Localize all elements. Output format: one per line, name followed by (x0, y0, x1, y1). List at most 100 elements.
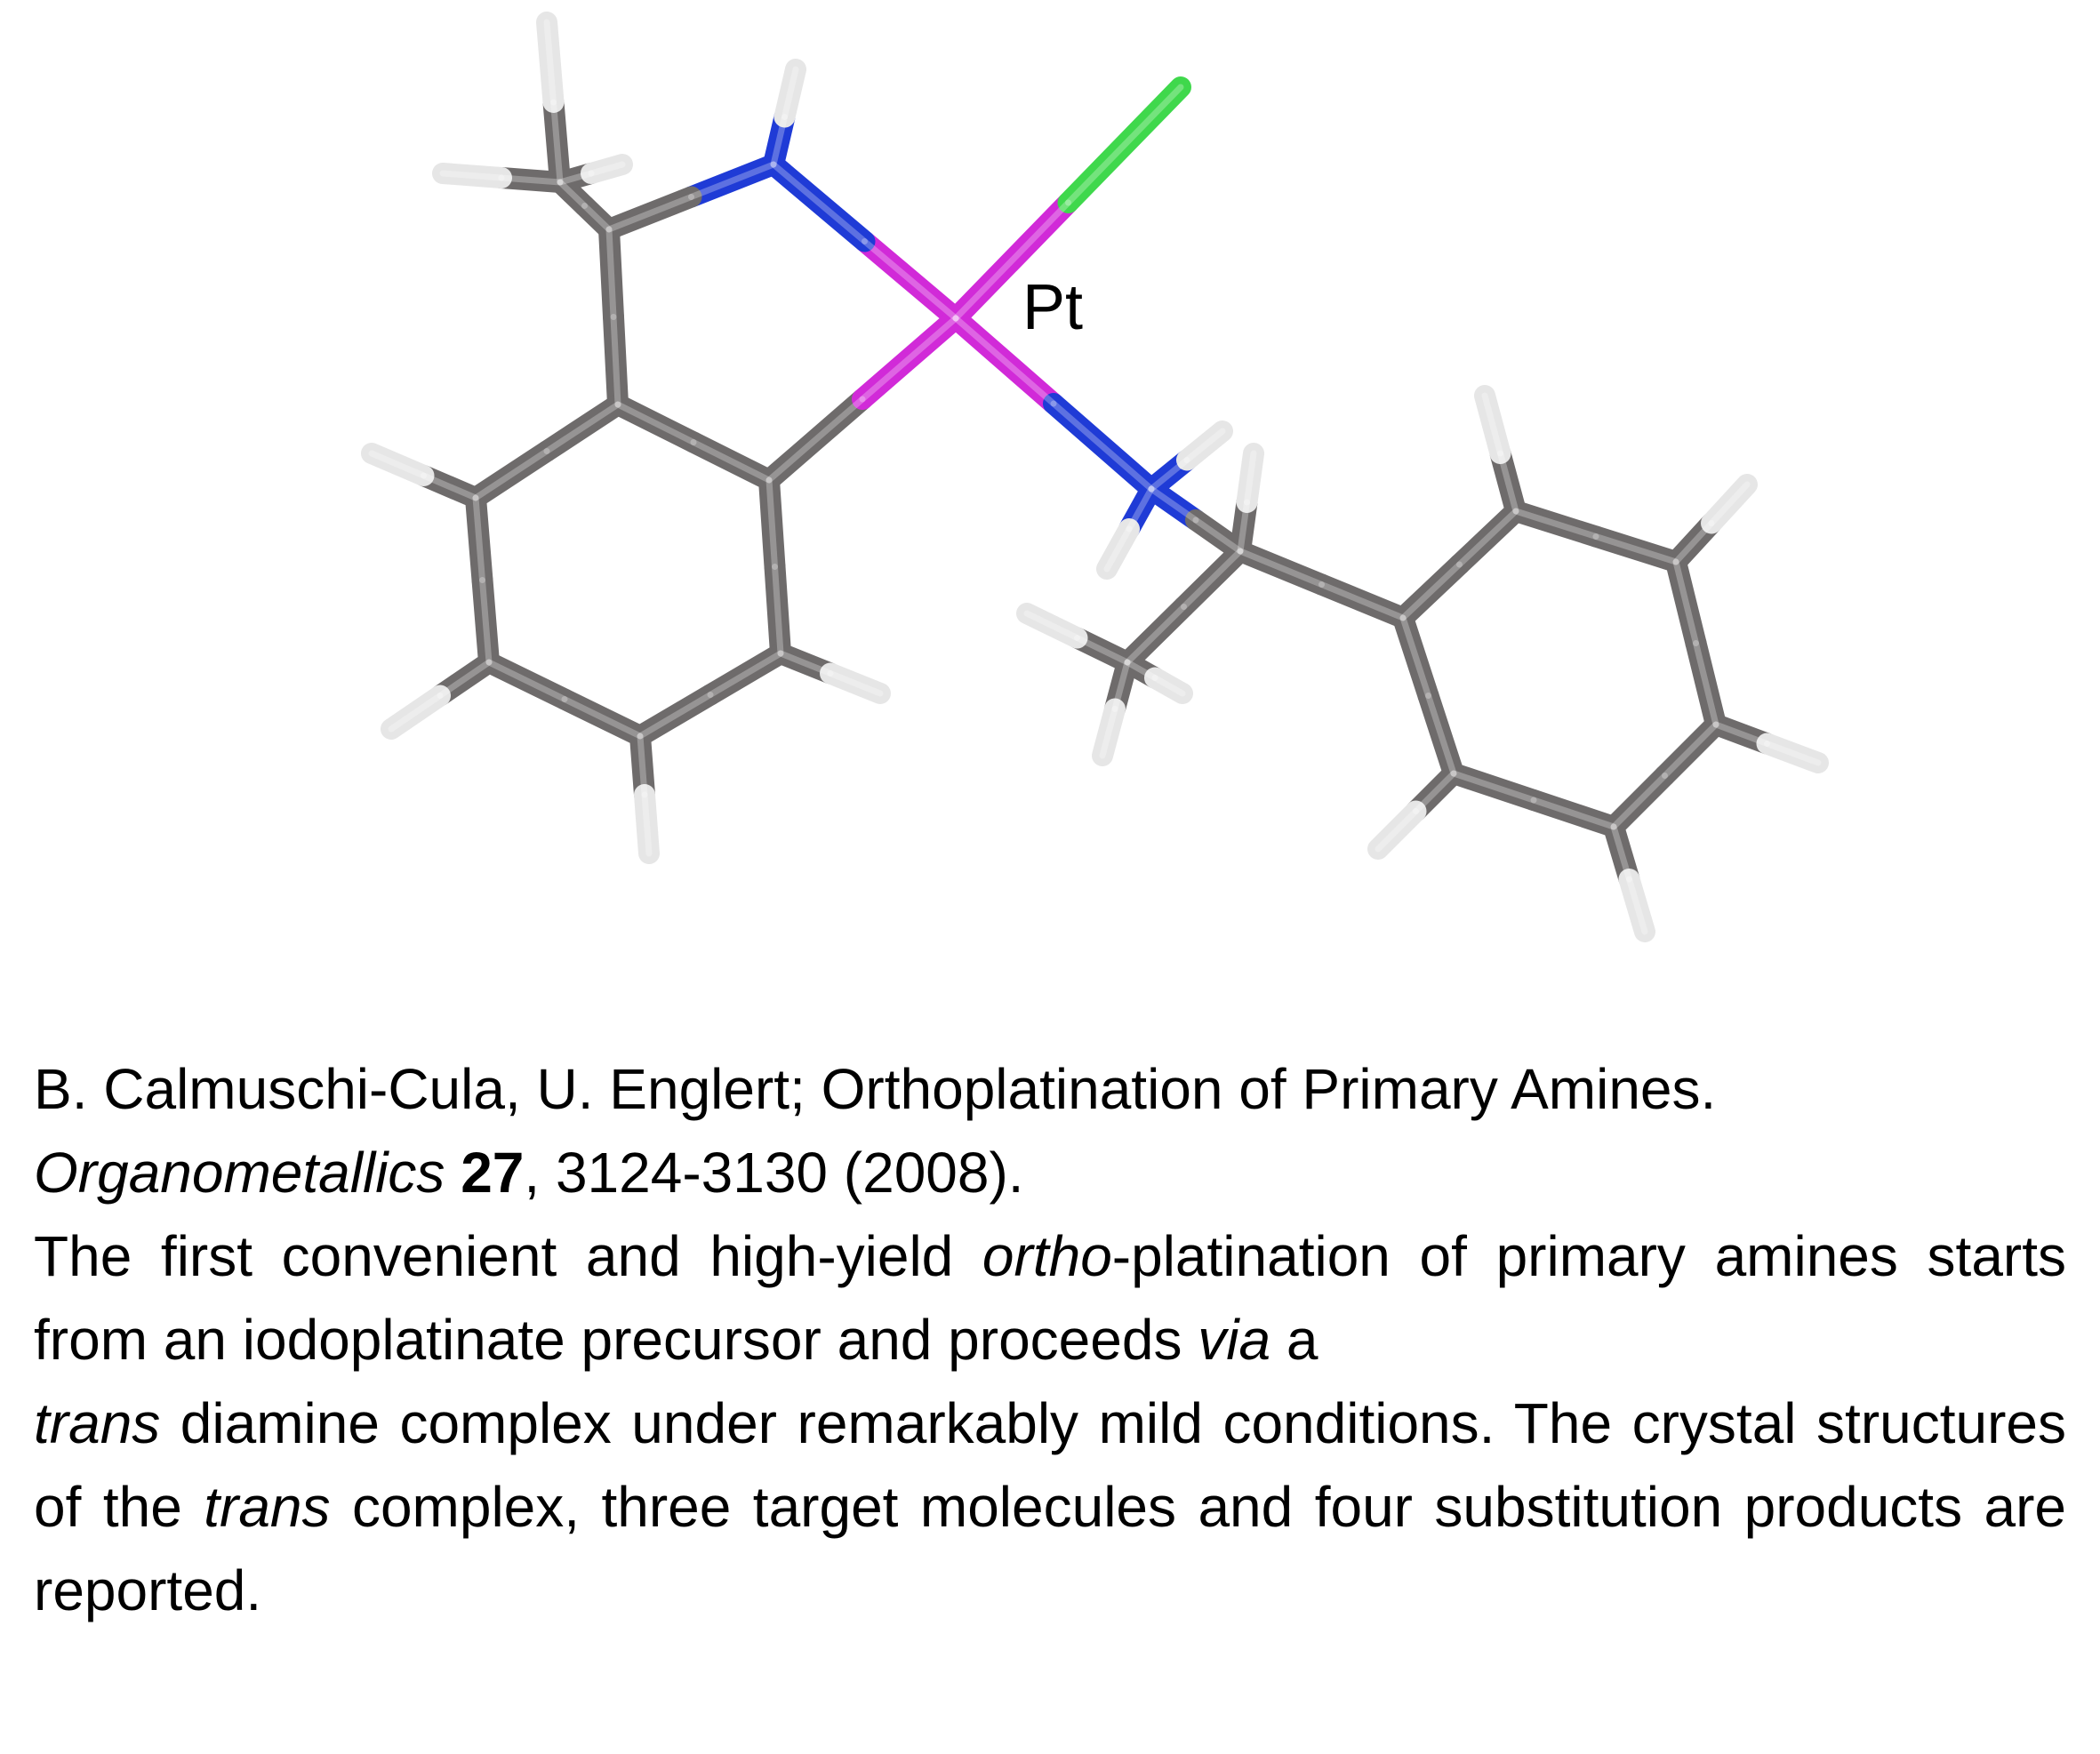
bond-N1-C7-half-b (598, 186, 702, 240)
bond-Pt-N2-shine-a (952, 315, 1057, 407)
bond-Ca4-Ca5-half-b (478, 652, 575, 710)
abstract-italic: trans (204, 1475, 331, 1539)
bond-N2-HN2b-shine-a (1126, 485, 1155, 533)
bond-Cb2-Cb3-half-b (1585, 525, 1687, 573)
bond-Cb5-Cb6-shine-a (1530, 797, 1617, 830)
bond-Cb2-Hb2-shine-a (1497, 450, 1519, 515)
bond-Cb6-Cb1-shine-a (1425, 693, 1457, 777)
citation-pages-year: , 3124-3130 (2008). (524, 1141, 1024, 1205)
bond-C10-H10b-shine-b (1099, 706, 1118, 759)
bond-N1-H_N1-shine-b (781, 66, 799, 120)
bond-C9-Cb1-shine-b (1319, 581, 1407, 621)
bond-Cb2-Cb3-shine-a (1512, 508, 1599, 540)
bond-C10-H10a-half-b (1016, 603, 1088, 649)
bond-Pt-N2-half-a (945, 308, 1064, 414)
bond-C8-H8c-shine-b (588, 161, 626, 177)
citation-journal-line: Organometallics 27, 3124-3130 (2008). (34, 1131, 2066, 1214)
bond-Ca5-Ha5-shine-a (437, 659, 493, 699)
bond-Ca4-Ha4-shine-b (641, 791, 653, 857)
bond-C7-Ca1-half-b (603, 306, 629, 415)
atom-label-pt: Pt (1022, 272, 1084, 343)
bond-C9-C10-half-a (1173, 541, 1251, 618)
bond-Ca1-Ca2-shine-b (690, 439, 773, 484)
bond-Cb5-Cb6-half-b (1443, 763, 1544, 811)
bond-N1-C7-half-a (680, 154, 784, 208)
bond-Pt-N1-half-a (854, 230, 966, 329)
bond-Cb4-Cb5-half-a (1654, 714, 1727, 787)
bond-Pt-Cl-shine-b (1065, 84, 1184, 206)
bond-Cb1-Cb2-shine-a (1399, 561, 1463, 621)
bond-C8-H8a-shine-a (550, 99, 564, 186)
abstract-text: The first convenient and high-yield (34, 1224, 982, 1288)
bond-Cb3-Cb4-half-b (1685, 632, 1727, 735)
bond-C9-Cb1-half-a (1230, 541, 1333, 596)
bond-Ca2-Pt-half-a (758, 388, 873, 491)
bond-C10-H10a-shine-a (1074, 635, 1131, 666)
bond-Ca5-Ca6-shine-b (472, 494, 485, 583)
bond-C9-C10-shine-a (1181, 548, 1244, 610)
bond-C7-C8-shine-a (581, 203, 613, 233)
bond-Cb2-Hb2-shine-b (1481, 392, 1503, 457)
bond-C8-H8c-shine-a (557, 170, 595, 186)
bond-Cb6-Hb6-half-b (1367, 800, 1427, 860)
abstract-text: complex, three target molecules and four… (34, 1475, 2067, 1622)
bond-Cb4-Hb4-shine-a (1712, 721, 1770, 747)
bond-Cb3-Cb4-shine-b (1693, 640, 1719, 728)
bond-Ca3-Ha3-shine-b (827, 670, 884, 697)
abstract-italic: trans (34, 1391, 161, 1455)
bond-Ca2-Pt-shine-b (859, 315, 959, 403)
bond-C9-H9-half-b (1236, 443, 1264, 513)
bond-N2-HN2a-half-b (1176, 420, 1233, 471)
bond-N1-C7-shine-a (688, 161, 777, 200)
bond-Cb6-Cb1-shine-b (1399, 614, 1431, 699)
bond-Ca6-Ca1-half-b (536, 394, 629, 462)
bond-Ca3-Ca4-shine-b (637, 692, 714, 740)
abstract-italic: ortho (982, 1224, 1112, 1288)
bond-Ca3-Ca4-half-b (629, 684, 721, 747)
bond-C9-C10-shine-b (1124, 604, 1187, 666)
bond-Cb4-Cb5-shine-b (1610, 773, 1668, 830)
bond-Cb2-Hb2-half-b (1474, 385, 1511, 464)
bond-C9-C10-half-b (1117, 596, 1195, 673)
bond-Ca1-Ca2-half-a (607, 394, 704, 453)
bond-N2-HN2b-shine-b (1103, 525, 1133, 573)
bond-Ca6-Ha6-shine-b (368, 450, 427, 479)
bond-N2-HN2a-shine-b (1183, 428, 1226, 463)
bond-Ca6-Ca1-shine-a (472, 448, 550, 501)
citation-authors-title: B. Calmuschi-Cula, U. Englert; Orthoplat… (34, 1057, 1717, 1121)
bond-Cb4-Hb4-shine-b (1764, 741, 1822, 766)
bond-C10-H10a-shine-b (1023, 610, 1080, 641)
bond-Ca4-Ca5-shine-b (485, 659, 568, 702)
bond-C7-Ca1-shine-a (605, 226, 617, 320)
bond-Cb3-Hb3-shine-b (1708, 481, 1751, 526)
bond-C7-Ca1-half-a (598, 219, 624, 328)
abstract-text: -platination of primary amines starts fr… (34, 1224, 2067, 1372)
bond-Ca2-Ca3-half-a (758, 469, 786, 578)
bond-Pt-N1-half-b (763, 154, 876, 252)
bond-Ca2-Ca3-shine-a (765, 477, 778, 570)
bond-Cb2-Cb3-shine-b (1592, 533, 1679, 565)
bond-Ca5-Ha5-shine-b (388, 693, 444, 733)
bond-Ca6-Ha6-half-b (361, 443, 435, 486)
bond-N1-H_N1-half-b (773, 59, 806, 128)
bond-C9-H9-shine-a (1237, 499, 1250, 555)
bond-Ca4-Ha4-shine-a (637, 733, 648, 798)
bond-Cb3-Hb3-shine-a (1672, 520, 1715, 565)
bond-Cb5-Hb5-half-b (1618, 869, 1655, 942)
bond-C8-H8a-shine-b (543, 19, 557, 106)
abstract-text: diamine complex under remarkably mild co… (34, 1391, 2066, 1539)
bond-C10-H10c-shine-a (1124, 659, 1158, 681)
bond-Cb6-Hb6-shine-b (1375, 808, 1419, 853)
bond-C9-Cb1-shine-a (1237, 548, 1325, 588)
bond-N2-HN2b-half-b (1096, 518, 1140, 580)
bond-Ca5-Ha5-half-b (381, 685, 451, 740)
bond-Pt-Cl-half-a (945, 192, 1079, 329)
bond-Cb5-Cb6-shine-b (1450, 770, 1537, 804)
bond-Pt-Cl-half-b (1057, 76, 1191, 213)
caption: B. Calmuschi-Cula, U. Englert; Orthoplat… (34, 1047, 2066, 1632)
bond-Ca3-Ca4-half-a (700, 643, 791, 706)
bond-C9-Cb1-half-b (1310, 573, 1414, 629)
bond-Ca6-Ca1-shine-b (543, 401, 621, 454)
bond-Ca4-Ca5-shine-a (561, 696, 644, 740)
bond-Ca3-Ca4-shine-a (707, 650, 784, 698)
